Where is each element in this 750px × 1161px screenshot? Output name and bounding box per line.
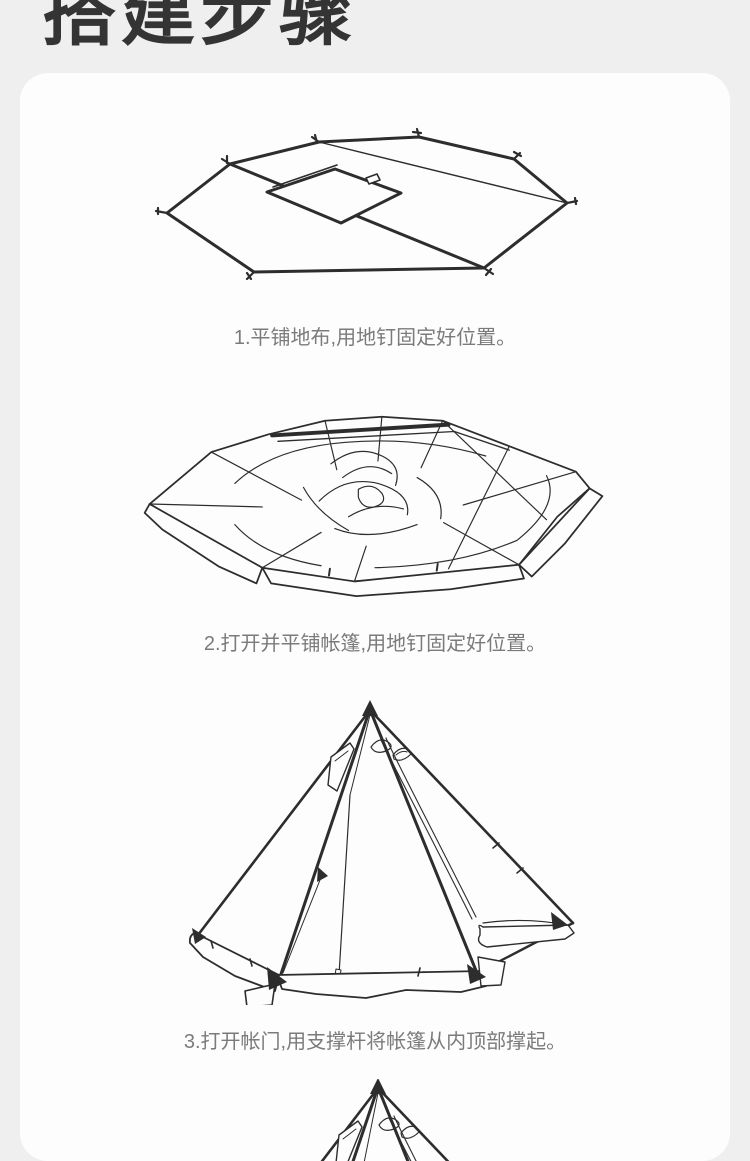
step1-caption: 1.平铺地布,用地钉固定好位置。 — [233, 327, 517, 349]
page-title: 搭建步骤 — [42, 0, 358, 54]
tent-spread-flat-illustration — [143, 415, 604, 598]
ground-cloth-illustration — [154, 127, 578, 281]
tent-pitched-illustration — [188, 700, 575, 1005]
instruction-card: 1.平铺地布,用地钉固定好位置。 — [20, 73, 730, 1161]
step2-caption: 2.打开并平铺帐篷,用地钉固定好位置。 — [203, 633, 547, 655]
tent-partial-illustration — [320, 1079, 450, 1161]
step3-caption: 3.打开帐门,用支撑杆将帐篷从内顶部撑起。 — [183, 1031, 567, 1053]
